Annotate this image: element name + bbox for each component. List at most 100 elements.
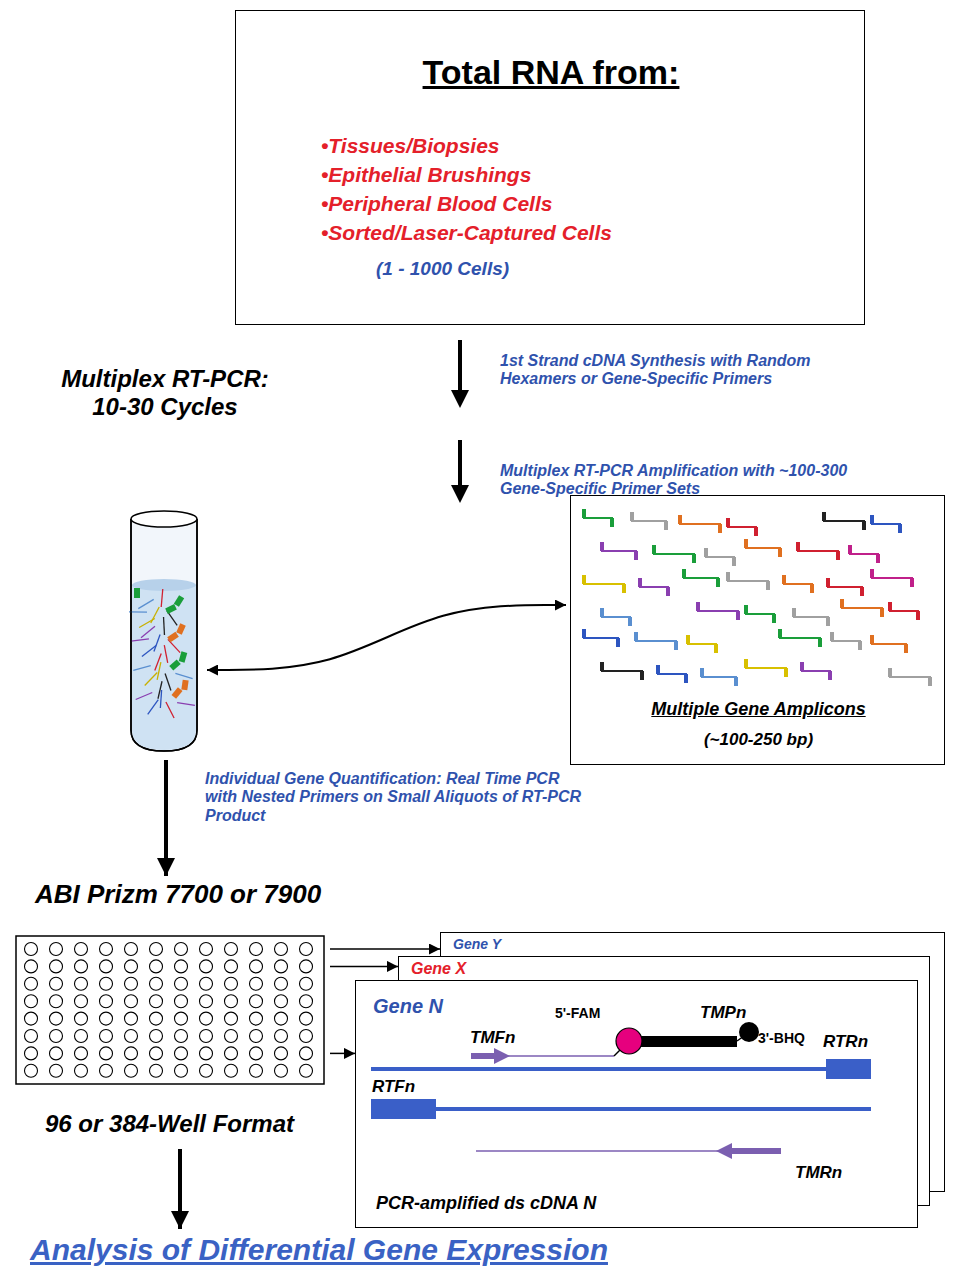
primer-mark [610,518,614,527]
fragment-line [145,673,158,686]
amplicon-fragment [175,673,192,678]
amplicon-symbol [826,578,864,596]
fragment-line [164,645,167,663]
plate-well [25,1030,38,1043]
primer-mark [666,587,670,596]
amplicon-fragment [176,623,186,635]
amplicon-fragment [177,703,195,706]
amplicon-fragment [145,673,158,686]
plate-well [25,1012,38,1025]
plate-well [175,1064,188,1077]
amplicon-fragment [181,680,188,691]
amplicon-symbol [744,605,776,623]
amplicon-strand [705,556,735,558]
amplicon-strand [657,673,687,675]
primer-mark [862,521,866,530]
result-node: Analysis of Differential Gene Expression [30,1233,830,1273]
plate-well [100,977,113,990]
primer-mark [582,509,586,518]
plate-well [275,960,288,973]
amplicon-fragment [133,666,150,671]
plate-well [125,943,138,956]
amplicon-fragment [142,645,156,656]
primer-mark [718,524,722,533]
fragment-line [154,635,160,652]
plate-well [225,960,238,973]
gene-name: Gene N [373,995,443,1018]
primer-mark [622,584,626,593]
flow-connector [330,1053,355,1055]
plate-well [250,1047,263,1060]
cdna-strand [371,1067,871,1071]
plate-well [100,943,113,956]
primer-mark [822,512,826,521]
amplicon-symbol [744,539,782,557]
amplicon-fragment [148,700,159,715]
primer-mark [870,569,874,578]
amplicon-fragment [139,619,155,628]
sample-item: •Peripheral Blood Cells [321,192,552,216]
fragment-line [136,692,153,699]
amplicon-fragment [154,635,160,652]
page-caption: PCR-amplified ds cDNA N [376,1193,596,1214]
primer-mark [910,578,914,587]
primer-mark [628,617,632,626]
reaction-tube: Multiplex RT-PCR: 10-30 Cycles [125,505,203,755]
plate-well [300,1030,313,1043]
primer-mark [782,575,786,584]
amplicon-symbol [744,659,788,677]
amplicon-strand [823,520,865,522]
primer-mark [858,641,862,650]
size-range: (~100-250 bp) [571,730,946,750]
amplicon-symbol [888,602,920,620]
plate-well [300,977,313,990]
amplicon-strand [583,583,625,585]
plate-well [275,1064,288,1077]
primer-mark [600,662,604,671]
amplicon-strand [889,610,919,612]
fragment-block [171,687,182,699]
amplicon-fragment [166,702,174,718]
amplicon-fragment [136,692,153,699]
amplicon-fragment [171,687,182,699]
plate-well [175,1047,188,1060]
plate-well [125,977,138,990]
fragment-line [139,619,155,628]
primer-mark [734,677,738,686]
amplicon-symbol [634,632,678,650]
amplicon-strand [831,640,861,642]
fragment-line [142,645,156,656]
fragment-line [158,681,162,699]
plate-well [250,1030,263,1043]
primer-mark [744,605,748,614]
amplicon-strand [697,610,739,612]
fragment-block [165,604,177,614]
primer-mark [700,668,704,677]
plate-well [125,1047,138,1060]
amplicon-strand [701,676,737,678]
fragment-line [166,702,174,718]
plate-well [125,1064,138,1077]
amplicon-strand [745,613,775,615]
plate-well [50,960,63,973]
plate-well [225,1012,238,1025]
primer-mark [726,518,730,527]
fragment-line [161,589,163,607]
primer-line [476,1150,728,1152]
plate-well [50,1064,63,1077]
primer-mark [792,608,796,617]
fragment-block [181,680,188,691]
amplicon-symbol [840,599,884,617]
plate-well [50,1047,63,1060]
plate-format: 96 or 384-Well Format [45,1110,294,1138]
amplicon-fragment [164,645,167,663]
plate-well [200,1064,213,1077]
plate-well [50,1012,63,1025]
plate-well [100,960,113,973]
amplicon-strand [583,637,619,639]
plate-well [25,1047,38,1060]
amplicon-strand [679,523,721,525]
tube-liquid [132,585,196,750]
plate-well [150,995,163,1008]
